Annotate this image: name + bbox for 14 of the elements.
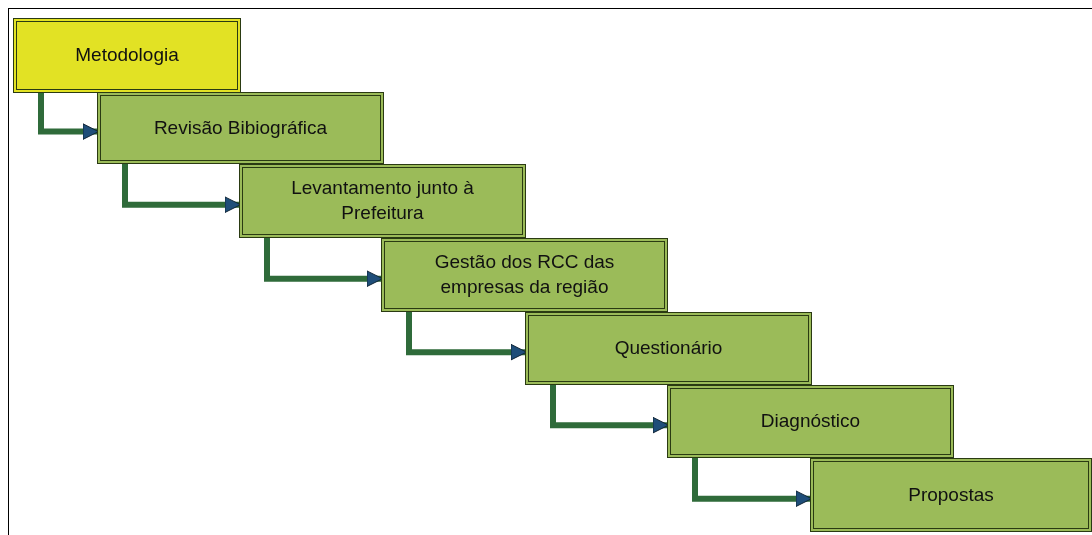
step-box: [97, 92, 384, 164]
step-box: [525, 312, 812, 385]
step-label: Levantamento junto à Prefeitura: [290, 176, 475, 225]
title-box: [13, 18, 241, 93]
step-label: Questionário: [614, 336, 723, 361]
step-box: [381, 238, 668, 312]
step-box: [810, 458, 1092, 532]
step-label: Metodologia: [75, 43, 179, 68]
step-label: Gestão dos RCC das empresas da região: [433, 250, 616, 299]
step-label: Diagnóstico: [760, 409, 861, 434]
step-box: [239, 164, 526, 238]
step-box: [667, 385, 954, 458]
step-label: Revisão Bibiográfica: [153, 115, 328, 140]
step-label: Propostas: [908, 482, 994, 507]
